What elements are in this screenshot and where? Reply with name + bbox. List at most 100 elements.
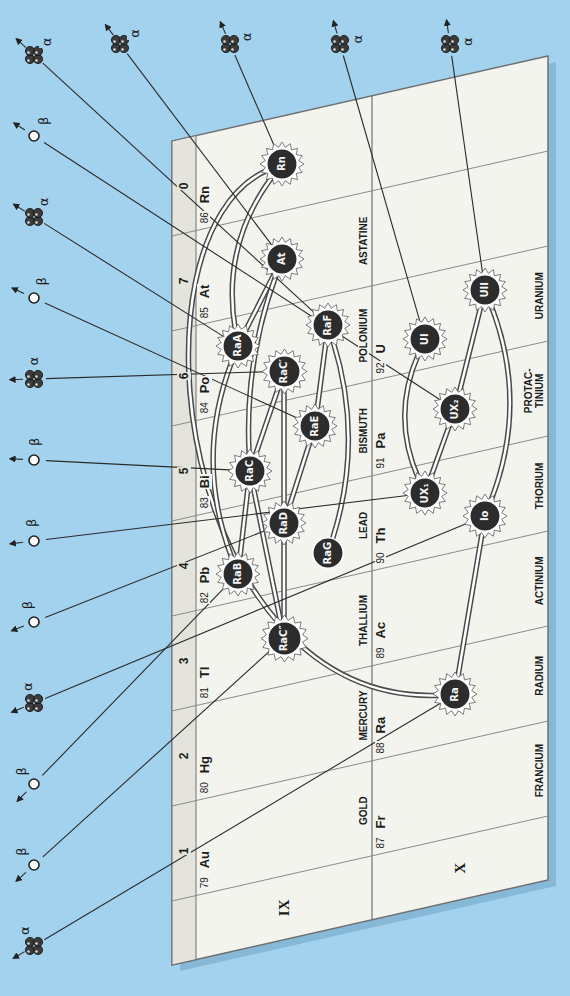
electron-dot (29, 536, 39, 546)
channel-core (289, 441, 310, 507)
nucleus-disc (235, 456, 265, 486)
nucleon-ball (229, 35, 238, 44)
alpha-particle (25, 937, 42, 954)
burst-spikes (306, 303, 350, 347)
atomic-number: 87 (375, 836, 386, 849)
particle-symbol: α (17, 924, 32, 937)
nuclide-label: UI (420, 333, 430, 345)
nucleus-disc (410, 478, 440, 508)
channel-core (317, 341, 326, 410)
emission-arrow (16, 39, 26, 48)
burst-spikes (216, 552, 260, 596)
channel-outline (281, 539, 287, 621)
particle-symbol: α (460, 35, 475, 48)
electron-dot (29, 131, 39, 141)
particle-symbol: β (20, 599, 35, 611)
group-number: 4 (177, 562, 191, 571)
emission-arrow (12, 288, 24, 293)
element-name: THORIUM (534, 462, 545, 511)
decay-channel (240, 487, 248, 558)
emission-arrow (14, 204, 25, 211)
decay-channel (333, 341, 349, 539)
electron-dot (29, 860, 39, 870)
beta-particle (29, 779, 39, 789)
element-name: THALLIUM (358, 594, 369, 647)
nucleon-highlight (35, 375, 38, 378)
channel-core (240, 487, 248, 558)
element-name: LEAD (358, 511, 369, 540)
element-symbol: Fr (373, 815, 388, 830)
particle-symbol: α (36, 196, 51, 209)
nucleon-highlight (443, 48, 446, 51)
group-number: 6 (177, 372, 191, 381)
emission-arrow (12, 626, 24, 631)
channel-outline (333, 341, 349, 539)
particle-symbol: β (27, 436, 42, 448)
emission-ray (44, 703, 441, 940)
period-label: IX (276, 899, 293, 918)
nucleon-highlight (451, 48, 454, 51)
particle-symbol: β (14, 765, 29, 777)
burst-node: RaE (293, 404, 337, 448)
channel-core (283, 388, 286, 508)
element-name: GOLD (358, 795, 369, 826)
nucleon-highlight (121, 40, 124, 43)
channel-core (405, 354, 419, 479)
emission-ray (42, 585, 227, 775)
beta-particle (29, 617, 39, 627)
nucleon-highlight (341, 40, 344, 43)
emission-ray (127, 54, 272, 246)
element-name: ASTATINE (358, 216, 369, 267)
channel-outline (213, 361, 232, 559)
nucleon-ball (449, 35, 458, 44)
atomic-number: 84 (199, 401, 210, 414)
element-symbol: U (373, 343, 388, 354)
element-symbol: Po (197, 376, 212, 395)
nucleus-disc (410, 324, 440, 354)
alpha-particle (25, 46, 42, 63)
emission-arrow (17, 792, 26, 801)
nucleon-highlight (35, 59, 38, 62)
nuclide-label: Io (480, 511, 490, 522)
burst-spikes (463, 494, 507, 538)
burst-node: UX₂ (433, 388, 477, 432)
nuclide-label: RaD (279, 512, 289, 535)
element-symbol: Ac (373, 621, 388, 640)
burst-node: RaF (306, 303, 350, 347)
nucleon-highlight (27, 942, 30, 945)
nucleon-highlight (223, 40, 226, 43)
channel-outline (491, 305, 510, 501)
channel-core (458, 532, 483, 679)
nucleon-highlight (333, 48, 336, 51)
burst-node: At (260, 237, 304, 281)
table-sheet (172, 56, 548, 965)
nucleon-highlight (341, 48, 344, 51)
nucleon-highlight (27, 950, 30, 953)
nuclide-label: UX₂ (450, 399, 460, 419)
burst-node: RaA (216, 324, 260, 368)
nucleon-highlight (35, 213, 38, 216)
group-number: 7 (177, 277, 191, 286)
element-symbol: Au (197, 850, 212, 869)
particle-symbol: α (350, 33, 365, 46)
element-name: ACTINIUM (534, 555, 545, 606)
atomic-number: 83 (199, 496, 210, 509)
nucleus-disc (470, 275, 500, 305)
burst-spikes (260, 142, 304, 186)
group-number: 5 (177, 467, 191, 476)
nucleon-highlight (27, 383, 30, 386)
nucleon-ball (339, 35, 348, 44)
channel-outline (240, 487, 248, 558)
emission-ray (45, 522, 470, 699)
element-symbol: At (197, 284, 212, 300)
particle-symbol: α (39, 36, 54, 49)
element-symbol: Tl (197, 666, 212, 680)
nucleon-ball (33, 694, 42, 703)
decay-channel (284, 539, 285, 621)
element-name: BISMUTH (358, 407, 369, 455)
channel-core (333, 341, 349, 539)
nucleus-disc (268, 356, 299, 387)
nuclide-label: RaG (323, 542, 333, 565)
nucleus-disc (267, 243, 297, 273)
column-divider (172, 816, 548, 901)
